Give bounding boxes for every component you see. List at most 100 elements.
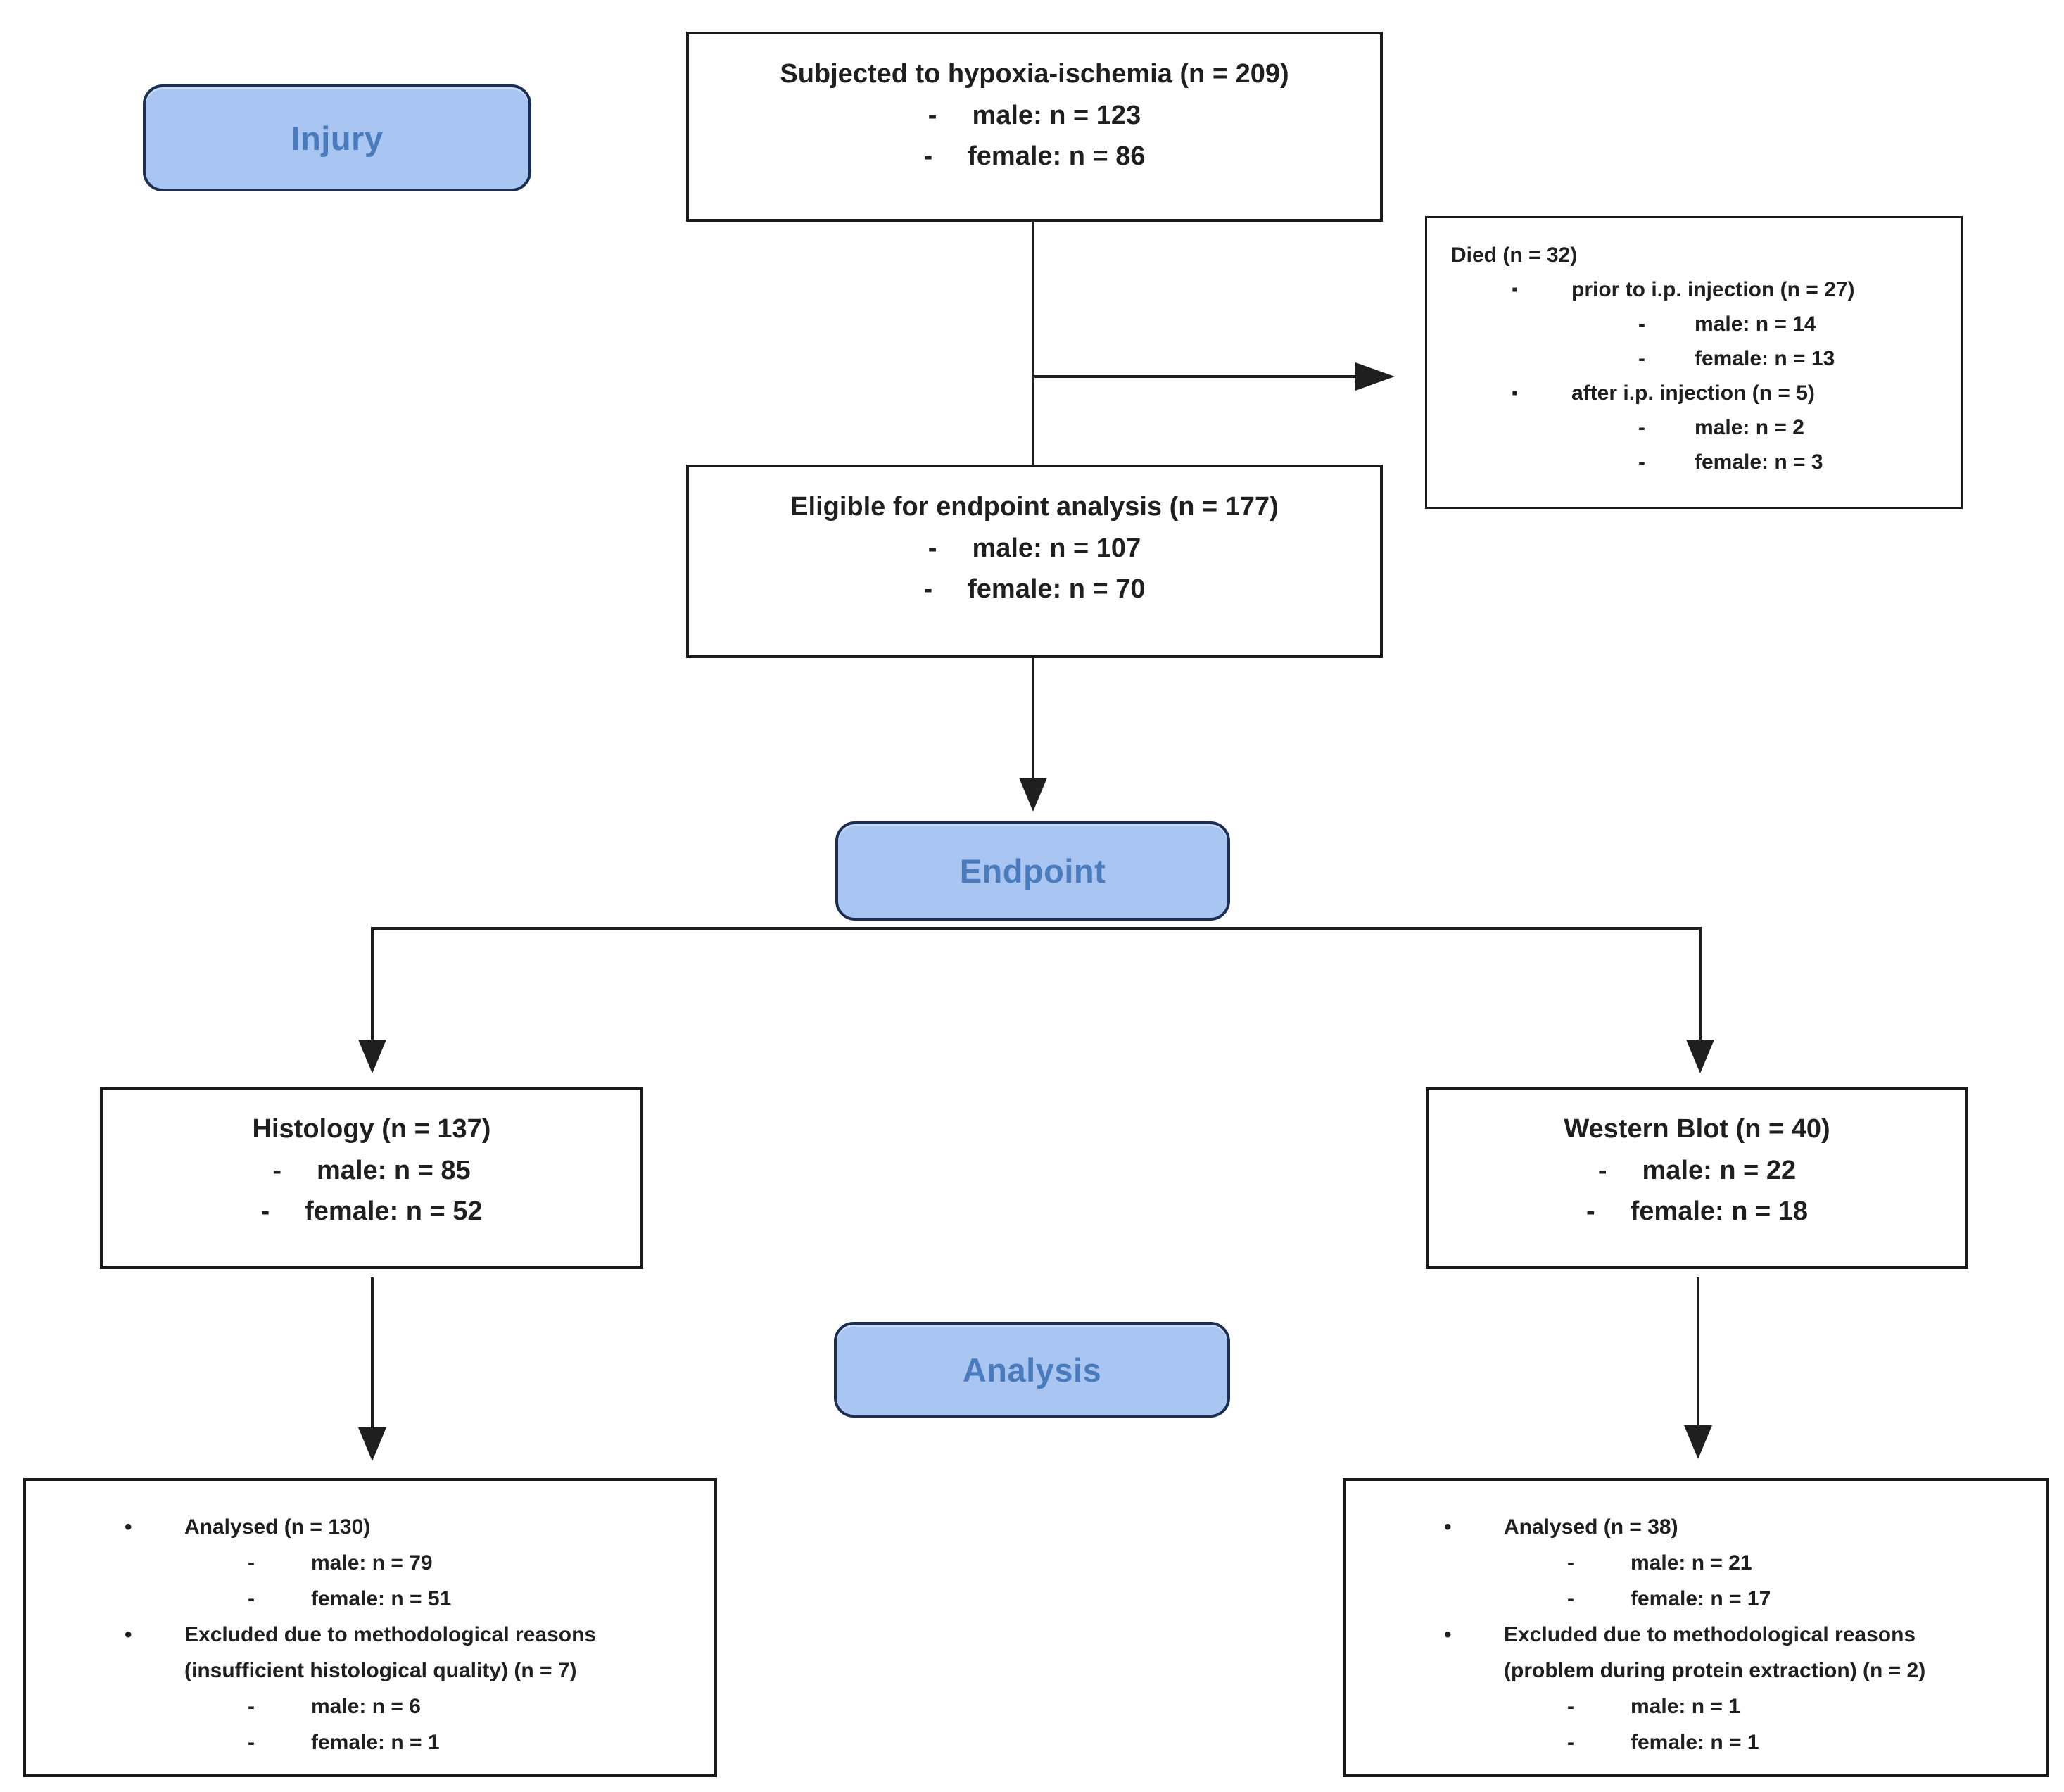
- box-subjected-title: Subjected to hypoxia-ischemia (n = 209): [780, 59, 1289, 89]
- box-histology-analysis-groups: • Analysed (n = 130) - male: n = 79: [26, 1509, 714, 1760]
- count-line: - male: n = 107: [689, 528, 1380, 569]
- sub-lines: - male: n = 79 - female: n = 51: [26, 1545, 714, 1617]
- connector-to-died-shaft: [1033, 375, 1357, 378]
- box-subjected: Subjected to hypoxia-ischemia (n = 209) …: [686, 32, 1383, 222]
- count-line-text: male: n = 22: [1642, 1156, 1797, 1185]
- dash-marker: -: [923, 141, 933, 171]
- count-line-text: female: n = 17: [1631, 1587, 1771, 1610]
- dash-marker: -: [260, 1197, 270, 1226]
- arrowhead-to-histology: [358, 1040, 386, 1073]
- count-line-text: female: n = 1: [1631, 1731, 1759, 1754]
- bullet-group: • Analysed (n = 38) - male: n = 21 -: [1346, 1509, 2046, 1617]
- count-line: - male: n = 79: [26, 1545, 714, 1581]
- count-line-text: male: n = 1: [1631, 1695, 1740, 1718]
- dash-marker: -: [927, 101, 937, 130]
- count-line: - male: n = 14: [1427, 307, 1961, 341]
- square-bullet-marker: ▪: [1512, 280, 1518, 299]
- count-line: - female: n = 52: [103, 1191, 640, 1232]
- dash-marker: -: [1567, 1695, 1574, 1718]
- dash-marker: -: [248, 1587, 255, 1610]
- count-line: - female: n = 3: [1427, 445, 1961, 479]
- bullet-group: ▪ after i.p. injection (n = 5) - male: n…: [1427, 376, 1961, 479]
- bullet-line-text: after i.p. injection (n = 5): [1571, 381, 1815, 405]
- count-line: - male: n = 85: [103, 1150, 640, 1191]
- count-line-text: male: n = 123: [972, 101, 1141, 130]
- dash-marker: -: [1567, 1587, 1574, 1610]
- count-line-text: female: n = 18: [1630, 1197, 1809, 1226]
- arrowhead-to-endpoint: [1019, 778, 1047, 812]
- dash-marker: -: [248, 1695, 255, 1718]
- count-line-text: male: n = 6: [311, 1695, 421, 1718]
- count-line: - male: n = 123: [689, 95, 1380, 136]
- connector-western-to-analysis: [1697, 1277, 1699, 1427]
- round-bullet-marker: •: [1444, 1515, 1452, 1539]
- box-eligible: Eligible for endpoint analysis (n = 177)…: [686, 465, 1383, 658]
- sub-lines: - male: n = 21 - female: n = 17: [1346, 1545, 2046, 1617]
- branch-left-drop: [371, 927, 374, 1041]
- count-line: - male: n = 2: [1427, 410, 1961, 445]
- branch-right-drop: [1699, 927, 1702, 1041]
- box-histology-items: - male: n = 85 - female: n = 52: [103, 1150, 640, 1232]
- count-line-text: female: n = 3: [1695, 450, 1823, 474]
- count-line: - female: n = 18: [1429, 1191, 1965, 1232]
- sub-lines: - male: n = 6 - female: n = 1: [26, 1689, 714, 1760]
- dash-marker: -: [1638, 450, 1645, 474]
- connector-eligible-to-endpoint: [1032, 658, 1034, 779]
- count-line-text: female: n = 70: [968, 574, 1146, 604]
- count-line: - female: n = 86: [689, 136, 1380, 177]
- box-western-analysis: • Analysed (n = 38) - male: n = 21 -: [1343, 1478, 2049, 1777]
- count-line: - female: n = 70: [689, 569, 1380, 610]
- count-line: - male: n = 21: [1346, 1545, 2046, 1581]
- bullet-group: ▪ prior to i.p. injection (n = 27) - mal…: [1427, 272, 1961, 376]
- bullet-line-text: Analysed (n = 38): [1504, 1515, 1678, 1539]
- box-histology: Histology (n = 137) - male: n = 85 - fem…: [100, 1087, 643, 1269]
- count-line-text: male: n = 79: [311, 1551, 433, 1575]
- box-eligible-title: Eligible for endpoint analysis (n = 177): [790, 492, 1279, 522]
- bullet-group: • Analysed (n = 130) - male: n = 79: [26, 1509, 714, 1617]
- count-line: - female: n = 1: [26, 1724, 714, 1760]
- dash-marker: -: [1597, 1156, 1607, 1185]
- count-line-text: female: n = 13: [1695, 347, 1835, 370]
- bullet-line-text: Analysed (n = 130): [184, 1515, 371, 1539]
- box-died-groups: ▪ prior to i.p. injection (n = 27) - mal…: [1427, 272, 1961, 479]
- box-eligible-items: - male: n = 107 - female: n = 70: [689, 528, 1380, 610]
- count-line-text: female: n = 86: [968, 141, 1146, 171]
- bullet-group: • Excluded due to methodological reasons…: [1346, 1617, 2046, 1760]
- stage-label-injury: Injury: [143, 84, 531, 191]
- dash-marker: -: [272, 1156, 282, 1185]
- bullet-line-text: Excluded due to methodological reasons (…: [184, 1623, 597, 1682]
- dash-marker: -: [248, 1731, 255, 1754]
- stage-label-analysis-text: Analysis: [962, 1351, 1102, 1389]
- dash-marker: -: [1638, 313, 1645, 336]
- count-line-text: female: n = 51: [311, 1587, 452, 1610]
- branch-horizontal: [371, 927, 1702, 930]
- count-line: - female: n = 1: [1346, 1724, 2046, 1760]
- box-died-title: Died (n = 32): [1451, 244, 1578, 267]
- count-line: - male: n = 22: [1429, 1150, 1965, 1191]
- dash-marker: -: [1638, 347, 1645, 370]
- count-line: - female: n = 13: [1427, 341, 1961, 376]
- box-western-blot-items: - male: n = 22 - female: n = 18: [1429, 1150, 1965, 1232]
- count-line-text: male: n = 107: [972, 534, 1141, 563]
- bullet-line: • Analysed (n = 38): [1346, 1509, 2046, 1545]
- stage-label-endpoint: Endpoint: [835, 821, 1230, 921]
- dash-marker: -: [1567, 1731, 1574, 1754]
- dash-marker: -: [1585, 1197, 1595, 1226]
- box-died: Died (n = 32) ▪ prior to i.p. injection …: [1425, 216, 1963, 509]
- dash-marker: -: [1567, 1551, 1574, 1575]
- sub-lines: - male: n = 14 - female: n = 13: [1427, 307, 1961, 376]
- dash-marker: -: [927, 534, 937, 563]
- count-line-text: male: n = 85: [317, 1156, 471, 1185]
- bullet-group: • Excluded due to methodological reasons…: [26, 1617, 714, 1760]
- dash-marker: -: [248, 1551, 255, 1575]
- stage-label-analysis: Analysis: [834, 1322, 1230, 1418]
- count-line: - female: n = 17: [1346, 1581, 2046, 1617]
- bullet-line-text: prior to i.p. injection (n = 27): [1571, 278, 1855, 301]
- count-line: - female: n = 51: [26, 1581, 714, 1617]
- bullet-line-text: Excluded due to methodological reasons (…: [1504, 1623, 1926, 1682]
- round-bullet-marker: •: [125, 1515, 132, 1539]
- box-western-blot: Western Blot (n = 40) - male: n = 22 - f…: [1426, 1087, 1968, 1269]
- arrowhead-to-western-blot: [1686, 1040, 1714, 1073]
- count-line-text: male: n = 14: [1695, 313, 1816, 336]
- connector-subjected-to-eligible: [1032, 222, 1034, 467]
